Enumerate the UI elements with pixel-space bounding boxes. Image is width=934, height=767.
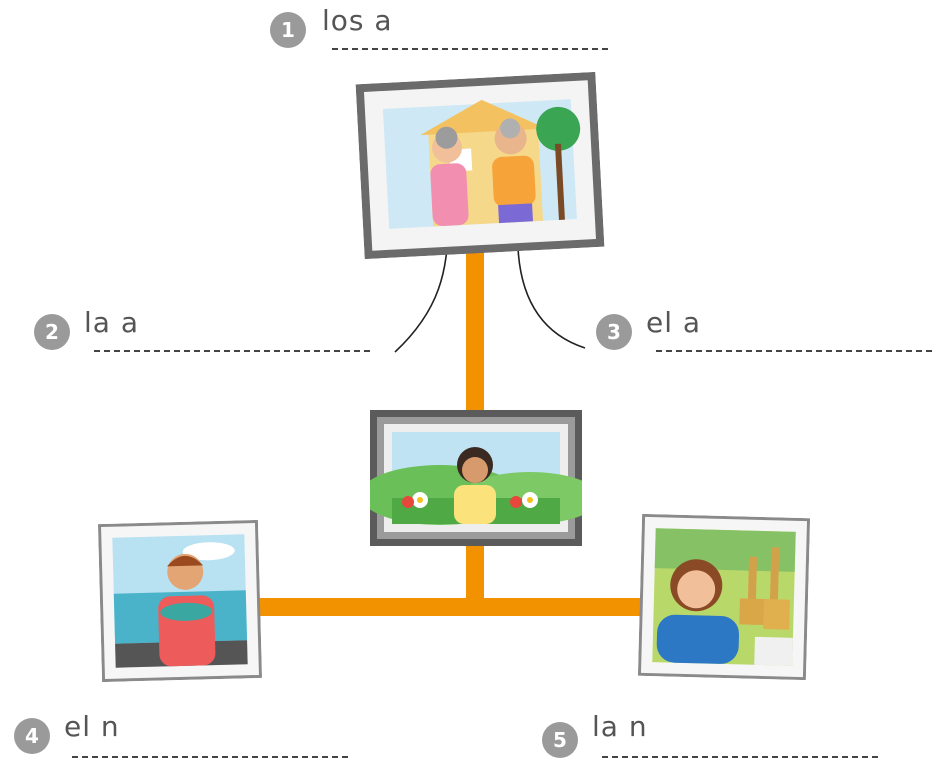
item-5-answer-line[interactable] bbox=[602, 756, 878, 758]
item-1-label: los a bbox=[322, 4, 393, 37]
connector-horizontal bbox=[260, 598, 645, 616]
item-4-label: el n bbox=[64, 710, 120, 743]
item-2-number-badge: 2 bbox=[34, 314, 70, 350]
item-5-label: la n bbox=[592, 710, 648, 743]
item-5-number-badge: 5 bbox=[542, 722, 578, 758]
girl-with-glasses-photo bbox=[370, 410, 582, 546]
item-2-answer-line[interactable] bbox=[94, 350, 370, 352]
girl-with-giraffes-photo bbox=[637, 513, 811, 681]
connector-vertical-bottom bbox=[466, 540, 484, 610]
item-4-number-badge: 4 bbox=[14, 718, 50, 754]
item-4-answer-line[interactable] bbox=[72, 756, 348, 758]
item-3-answer-line[interactable] bbox=[656, 350, 932, 352]
boy-fishing-photo bbox=[97, 519, 263, 683]
item-1-number-badge: 1 bbox=[270, 12, 306, 48]
grandparents-photo bbox=[355, 71, 605, 260]
connector-vertical-top bbox=[466, 245, 484, 415]
item-1-answer-line[interactable] bbox=[332, 48, 608, 50]
item-3-label: el a bbox=[646, 306, 702, 339]
item-3-number-badge: 3 bbox=[596, 314, 632, 350]
item-2-label: la a bbox=[84, 306, 139, 339]
